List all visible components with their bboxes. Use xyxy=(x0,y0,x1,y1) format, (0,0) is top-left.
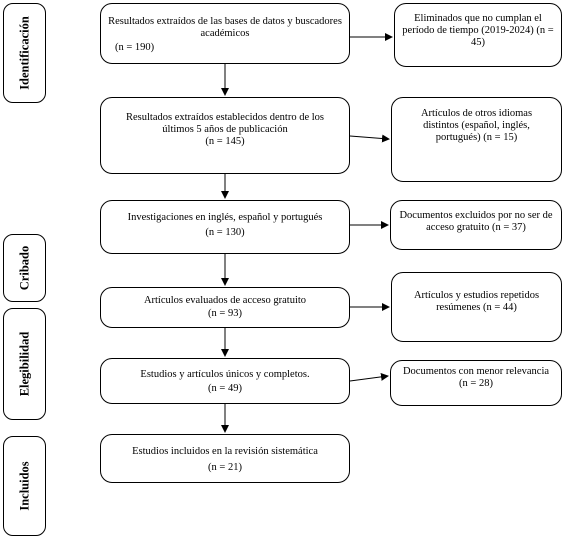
excluded-box-5: Documentos con menor relevancia (n = 28) xyxy=(390,360,562,406)
main-box-2-count: (n = 145) xyxy=(205,136,245,147)
main-box-3-count: (n = 130) xyxy=(205,227,245,238)
excluded-box-2-text: Artículos de otros idiomas distintos (es… xyxy=(420,108,533,143)
main-box-2: Resultados extraídos establecidos dentro… xyxy=(100,97,350,174)
excluded-box-5-text: Documentos con menor relevancia (n = 28) xyxy=(402,366,550,389)
main-box-1: Resultados extraídos de las bases de dat… xyxy=(100,3,350,64)
excluded-box-4-text: Artículos y estudios repetidos resúmenes… xyxy=(413,290,540,313)
main-box-6-count: (n = 21) xyxy=(208,462,242,473)
main-box-5: Estudios y artículos únicos y completos.… xyxy=(100,358,350,404)
main-box-5-text: Estudios y artículos únicos y completos. xyxy=(140,369,310,380)
main-box-6-text: Estudios incluidos en la revisión sistem… xyxy=(132,446,318,457)
arrow-excluded-2 xyxy=(349,134,390,143)
excluded-box-2: Artículos de otros idiomas distintos (es… xyxy=(391,97,562,182)
main-box-3: Investigaciones en inglés, español y por… xyxy=(100,200,350,254)
arrow-excluded-5 xyxy=(349,372,389,382)
excluded-box-3: Documentos excluidos por no ser de acces… xyxy=(390,200,562,250)
main-box-1-text: Resultados extraídos de las bases de dat… xyxy=(108,16,342,39)
excluded-box-4: Artículos y estudios repetidos resúmenes… xyxy=(391,272,562,342)
excluded-box-3-text: Documentos excluidos por no ser de acces… xyxy=(399,210,553,233)
phase-cribado: Cribado xyxy=(3,234,46,302)
main-box-4: Artículos evaluados de acceso gratuito (… xyxy=(100,287,350,328)
main-box-5-count: (n = 49) xyxy=(208,383,242,394)
main-box-1-count: (n = 190) xyxy=(115,42,155,53)
main-box-4-text: Artículos evaluados de acceso gratuito xyxy=(143,295,307,306)
excluded-box-1-text: Eliminados que no cumplan el período de … xyxy=(402,13,554,48)
phase-elegibilidad: Elegibilidad xyxy=(3,308,46,420)
main-box-6: Estudios incluidos en la revisión sistem… xyxy=(100,434,350,483)
main-box-2-text: Resultados extraídos establecidos dentro… xyxy=(126,112,324,135)
excluded-box-1: Eliminados que no cumplan el período de … xyxy=(394,3,562,67)
phase-incluidos: Incluidos xyxy=(3,436,46,536)
main-box-3-text: Investigaciones en inglés, español y por… xyxy=(127,212,323,223)
phase-identificacion: Identificación xyxy=(3,3,46,103)
main-box-4-count: (n = 93) xyxy=(208,308,242,319)
